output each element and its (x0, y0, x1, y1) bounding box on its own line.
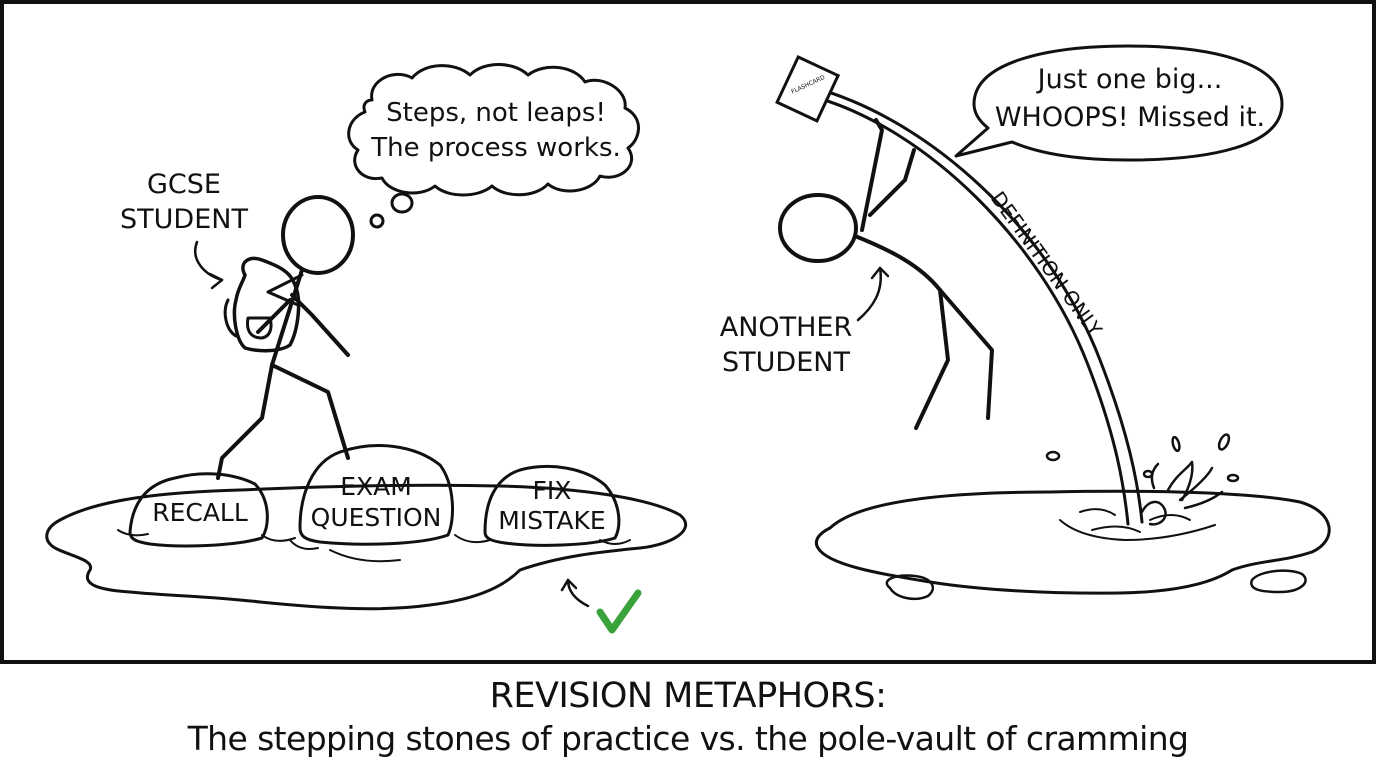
student-label: GCSE (147, 169, 221, 200)
stone-exam-question (298, 444, 454, 546)
thought-text: Steps, not leaps! (386, 98, 606, 128)
stone-label: RECALL (152, 498, 248, 527)
student-label: STUDENT (722, 347, 850, 378)
stone-label: FIX (533, 476, 572, 505)
panel-border (0, 0, 1376, 664)
caption-subtitle: The stepping stones of practice vs. the … (187, 719, 1189, 758)
backpack-icon (232, 256, 301, 353)
caption-title: REVISION METAPHORS: (489, 676, 887, 716)
speech-text: Just one big... (1036, 64, 1223, 95)
stone-recall (128, 472, 269, 548)
thought-bubble (347, 63, 640, 197)
comic-panel: RECALL EXAM QUESTION FIX MISTAKE GCSE ST… (0, 0, 1376, 664)
stone-label: MISTAKE (498, 506, 605, 535)
student-label: ANOTHER (720, 312, 853, 343)
thought-text: The process works. (370, 133, 621, 163)
speech-bubble (954, 44, 1284, 162)
flashcard-icon (775, 54, 841, 123)
left-scene: RECALL EXAM QUESTION FIX MISTAKE GCSE ST… (45, 63, 688, 634)
another-student-figure (778, 118, 994, 430)
left-puddle (45, 483, 688, 611)
right-puddle (814, 489, 1331, 595)
gcse-student-figure (216, 195, 355, 480)
stone-fix-mistake (483, 465, 621, 547)
stone-label: EXAM (340, 472, 412, 501)
check-arrow (566, 578, 590, 608)
stone-label: QUESTION (311, 503, 442, 532)
check-mark-icon (596, 589, 642, 634)
speech-text: WHOOPS! Missed it. (995, 102, 1265, 133)
vault-pole (813, 86, 1144, 524)
student-label: STUDENT (120, 204, 248, 235)
label-arrow (856, 266, 883, 322)
